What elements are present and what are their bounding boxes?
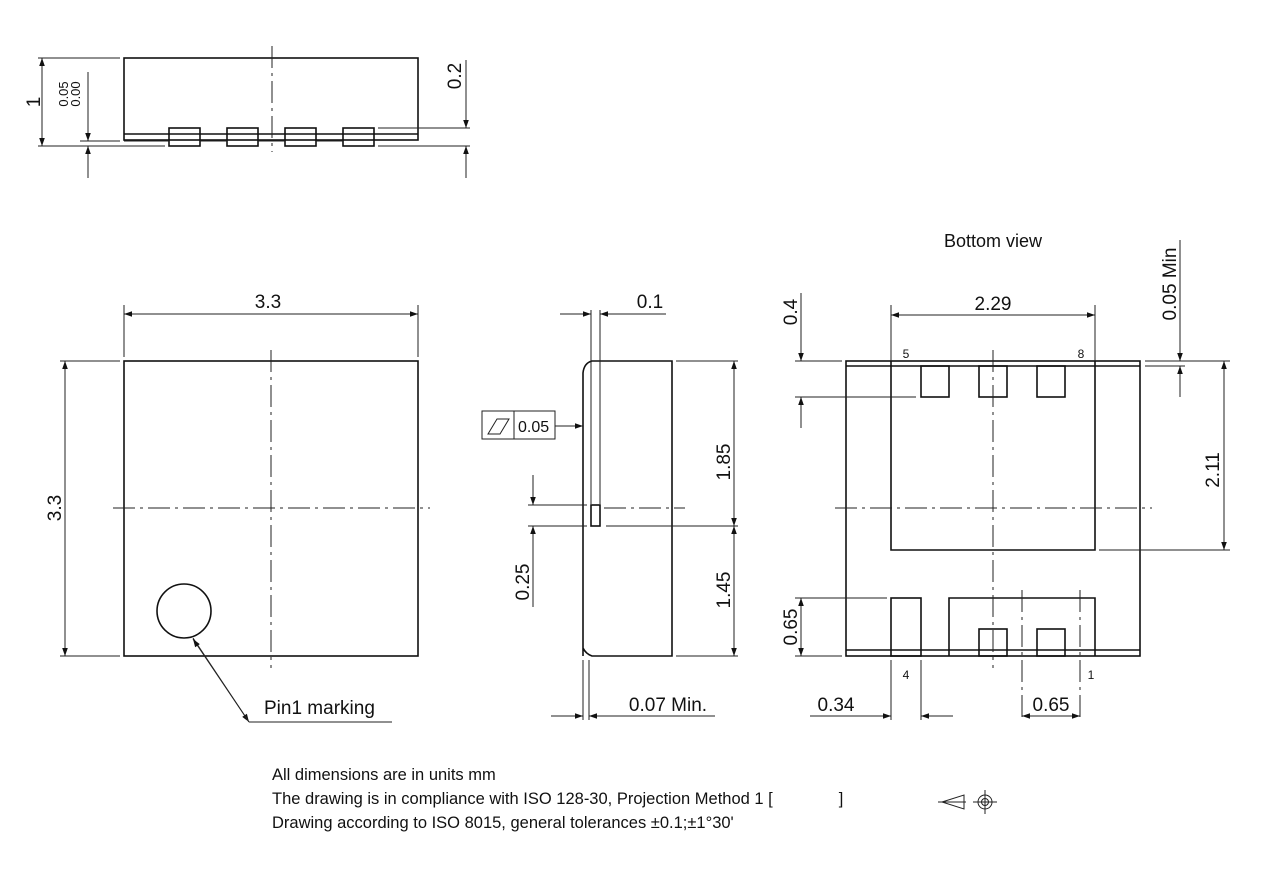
note-tolerances: Drawing according to ISO 8015, general t… xyxy=(272,814,734,832)
top-view: Pin1 marking 3.3 3.3 xyxy=(45,292,430,723)
standoff-tol-upper: 0.05 xyxy=(56,81,71,106)
bottom-pad-len-dim: 0.65 xyxy=(781,609,802,646)
min-dim: 0.07 Min. xyxy=(629,695,707,716)
lead xyxy=(168,127,201,147)
lead xyxy=(226,127,259,147)
pad-bottom xyxy=(1036,628,1066,657)
note-projection-end: ] xyxy=(838,790,844,808)
bottom-view: Bottom view 5 8 4 1 2.29 xyxy=(781,231,1230,722)
pin-label-8: 8 xyxy=(1078,347,1085,361)
top-pad-len-dim: 0.4 xyxy=(781,298,802,325)
standoff-tol-lower: 0.00 xyxy=(68,81,83,106)
pin1-marking-circle xyxy=(156,583,212,639)
flatness-frame xyxy=(481,410,556,440)
note-projection: The drawing is in compliance with ISO 12… xyxy=(272,790,843,809)
pin-label-4: 4 xyxy=(903,668,910,682)
height-dim-top: 3.3 xyxy=(45,495,66,521)
pad-top xyxy=(1036,365,1066,398)
note-units: All dimensions are in units mm xyxy=(272,766,496,784)
flatness-tolerance: 0.05 xyxy=(518,419,549,436)
side-view-mid: 0.1 0.05 1.85 1.45 0.25 0.07 Min. xyxy=(481,292,738,720)
lead xyxy=(284,127,317,147)
pad-span-dim: 2.29 xyxy=(975,294,1012,315)
edge-min-dim: 0.05 Min xyxy=(1160,248,1181,321)
note-projection-text: The drawing is in compliance with ISO 12… xyxy=(272,790,773,808)
upper-dim: 1.85 xyxy=(714,444,735,481)
pad-dim: 0.25 xyxy=(513,564,534,601)
width-dim: 3.3 xyxy=(255,292,281,313)
pad-4 xyxy=(890,597,922,657)
height-dim: 1 xyxy=(24,97,45,108)
side-view-top: 1 0.05 0.00 0.2 xyxy=(24,46,470,178)
package-body-side xyxy=(123,57,419,141)
lead-height-dim: 0.2 xyxy=(445,63,466,89)
pin1-label: Pin1 marking xyxy=(264,698,375,719)
pin-label-1: 1 xyxy=(1088,668,1095,682)
pin-label-5: 5 xyxy=(903,347,910,361)
lower-dim: 1.45 xyxy=(714,572,735,609)
side-pad xyxy=(590,504,601,527)
lead-thickness-dim: 0.1 xyxy=(637,292,663,313)
exposed-pad xyxy=(890,366,1096,551)
pad-top xyxy=(920,365,950,398)
pad-bottom xyxy=(978,628,1008,657)
pad-width-dim: 0.34 xyxy=(818,695,855,716)
exposed-pad-dim: 2.11 xyxy=(1203,452,1224,488)
projection-method-icon xyxy=(938,790,997,814)
package-body-side-mid xyxy=(582,360,673,657)
bottom-view-title: Bottom view xyxy=(944,231,1043,251)
pitch-dim: 0.65 xyxy=(1033,695,1070,716)
lead xyxy=(342,127,375,147)
flatness-icon xyxy=(487,418,510,435)
